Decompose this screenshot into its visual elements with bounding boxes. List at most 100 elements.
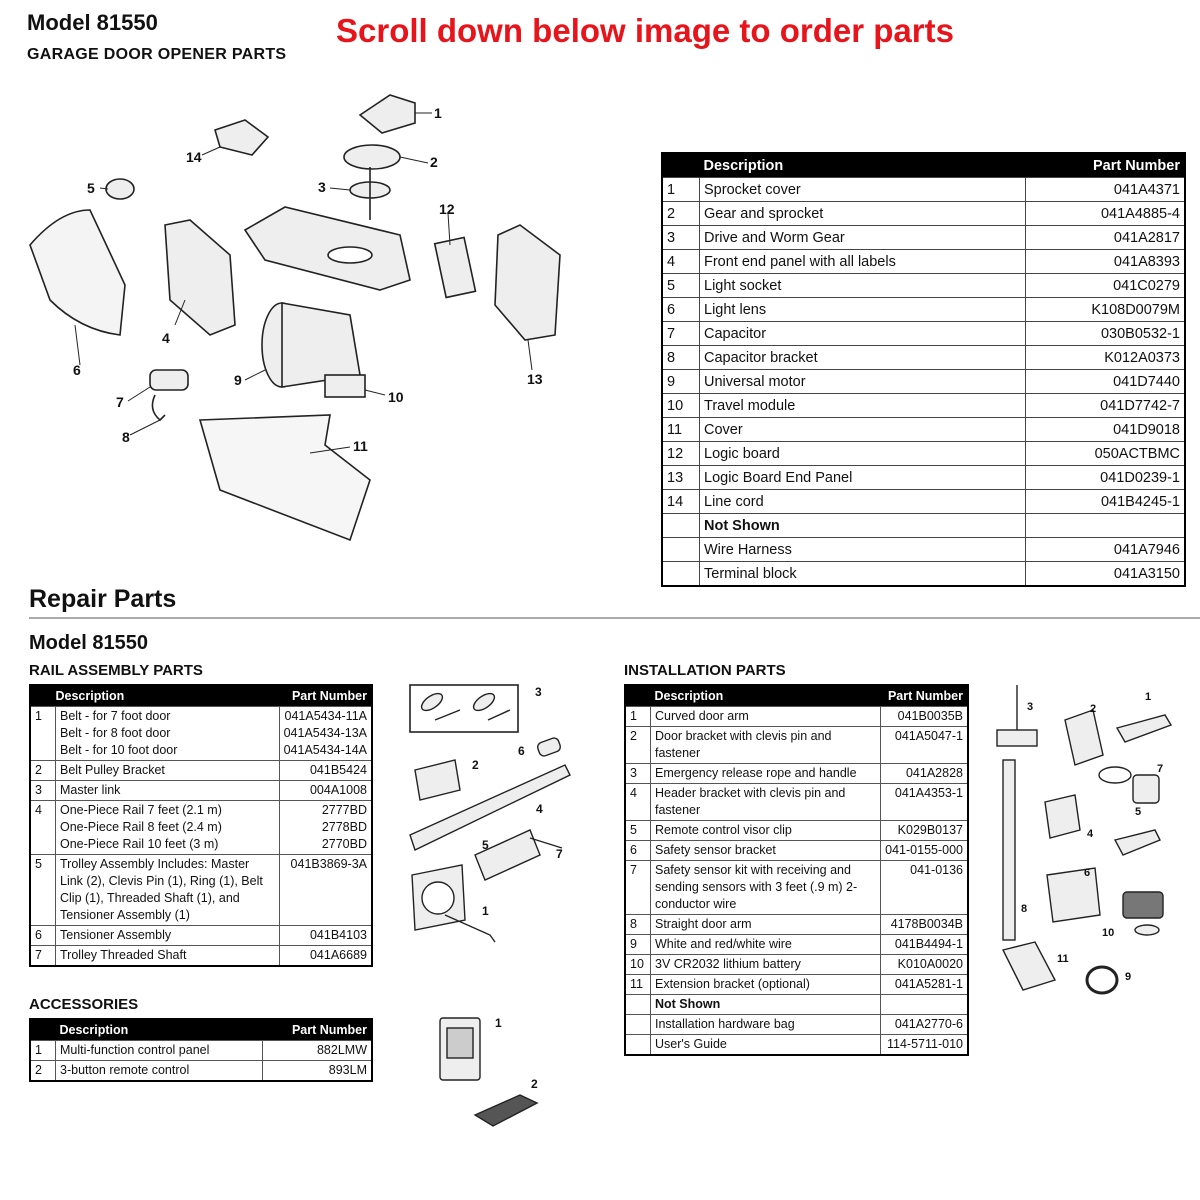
item-part-number: 041A6689 — [278, 945, 373, 967]
rail-callout-3: 3 — [535, 685, 542, 699]
item-number — [624, 994, 651, 1015]
line-cord-part — [214, 119, 270, 156]
item-description: Safety sensor kit with receiving and sen… — [649, 860, 882, 915]
item-number — [661, 513, 700, 538]
item-description: Not Shown — [649, 994, 882, 1015]
description-column-header: Description — [699, 153, 1026, 178]
item-description: Front end panel with all labels — [698, 249, 1027, 274]
item-description: 3V CR2032 lithium battery — [649, 954, 882, 975]
item-number — [661, 537, 700, 562]
item-number: 9 — [661, 369, 700, 394]
rail-callout-4: 4 — [536, 802, 543, 816]
item-number: 1 — [661, 177, 700, 202]
item-description: Remote control visor clip — [649, 820, 882, 841]
item-part-number — [880, 994, 969, 1015]
opener-callout-13: 13 — [527, 371, 543, 387]
item-part-number: 041A5281-1 — [880, 974, 969, 995]
item-part-number: 041B3869-3A — [278, 854, 373, 926]
item-description: Not Shown — [698, 513, 1027, 538]
logic-board-part — [433, 236, 477, 299]
item-number: 5 — [29, 854, 56, 926]
section-divider — [29, 617, 1200, 619]
not-shown-row: Not Shown — [624, 994, 969, 1015]
item-number — [624, 1014, 651, 1035]
wire-coil-part — [1085, 965, 1119, 995]
straight-door-arm-part — [1002, 759, 1016, 941]
item-part-number: 041A7946 — [1025, 537, 1186, 562]
item-part-number: 041B4245-1 — [1025, 489, 1186, 514]
item-description: Wire Harness — [698, 537, 1027, 562]
item-part-number: 004A1008 — [278, 780, 373, 801]
item-number: 6 — [624, 840, 651, 861]
opener-callout-5: 5 — [87, 180, 95, 196]
item-number: 2 — [661, 201, 700, 226]
install-callout-5: 5 — [1135, 806, 1141, 818]
rail-callout-1: 1 — [482, 904, 489, 918]
tensioner-part — [536, 737, 562, 757]
logic-board-end-panel-part — [494, 224, 561, 341]
table-header-row: Description Part Number — [625, 685, 968, 707]
item-description: 3-button remote control — [55, 1060, 263, 1082]
item-description: Trolley Threaded Shaft — [55, 945, 280, 967]
install-callout-6: 6 — [1084, 867, 1090, 879]
sensor-wire-part — [1098, 766, 1132, 784]
repair-model-title: Model 81550 — [29, 632, 148, 654]
opener-exploded-diagram: 1 2 3 4 5 6 7 8 9 10 11 12 13 14 — [29, 94, 561, 542]
accessories-label: ACCESSORIES — [29, 996, 139, 1013]
opener-callout-11: 11 — [353, 438, 368, 454]
item-number: 3 — [624, 763, 651, 784]
item-part-number: 041A8393 — [1025, 249, 1186, 274]
num-column-header — [625, 685, 651, 707]
item-description: Emergency release rope and handle — [649, 763, 882, 784]
item-part-number: K010A0020 — [880, 954, 969, 975]
remote-control-part — [473, 1094, 539, 1127]
belt-pulley-bracket-part — [414, 759, 461, 801]
opener-callout-12: 12 — [439, 201, 455, 217]
item-description: Tensioner Assembly — [55, 925, 280, 946]
item-part-number: 893LM — [261, 1060, 373, 1082]
model-title: Model 81550 — [27, 10, 158, 35]
opener-callout-10: 10 — [388, 389, 404, 405]
sensor-bracket-part — [1046, 867, 1101, 923]
rail-assembly-label: RAIL ASSEMBLY PARTS — [29, 662, 203, 679]
item-number: 13 — [661, 465, 700, 490]
item-description: One-Piece Rail 7 feet (2.1 m)One-Piece R… — [55, 800, 280, 855]
item-number: 3 — [29, 780, 56, 801]
extension-bracket-part — [1001, 941, 1057, 991]
item-part-number: 041D7440 — [1025, 369, 1186, 394]
gear-plate-part — [343, 144, 401, 170]
capacitor-part — [149, 369, 189, 391]
item-part-number: 041A5047-1 — [880, 726, 969, 764]
item-number: 5 — [661, 273, 700, 298]
item-part-number: 041C0279 — [1025, 273, 1186, 298]
item-number: 6 — [29, 925, 56, 946]
battery-part — [1134, 924, 1160, 936]
item-description: Line cord — [698, 489, 1027, 514]
description-column-header: Description — [55, 685, 280, 707]
item-description: Master link — [55, 780, 280, 801]
scroll-note: Scroll down below image to order parts — [336, 12, 954, 49]
rail-callout-6: 6 — [518, 744, 525, 758]
description-column-header: Description — [55, 1019, 263, 1041]
item-description: Installation hardware bag — [649, 1014, 882, 1035]
item-number: 7 — [29, 945, 56, 967]
safety-sensor-part — [1132, 774, 1160, 804]
item-number: 4 — [661, 249, 700, 274]
